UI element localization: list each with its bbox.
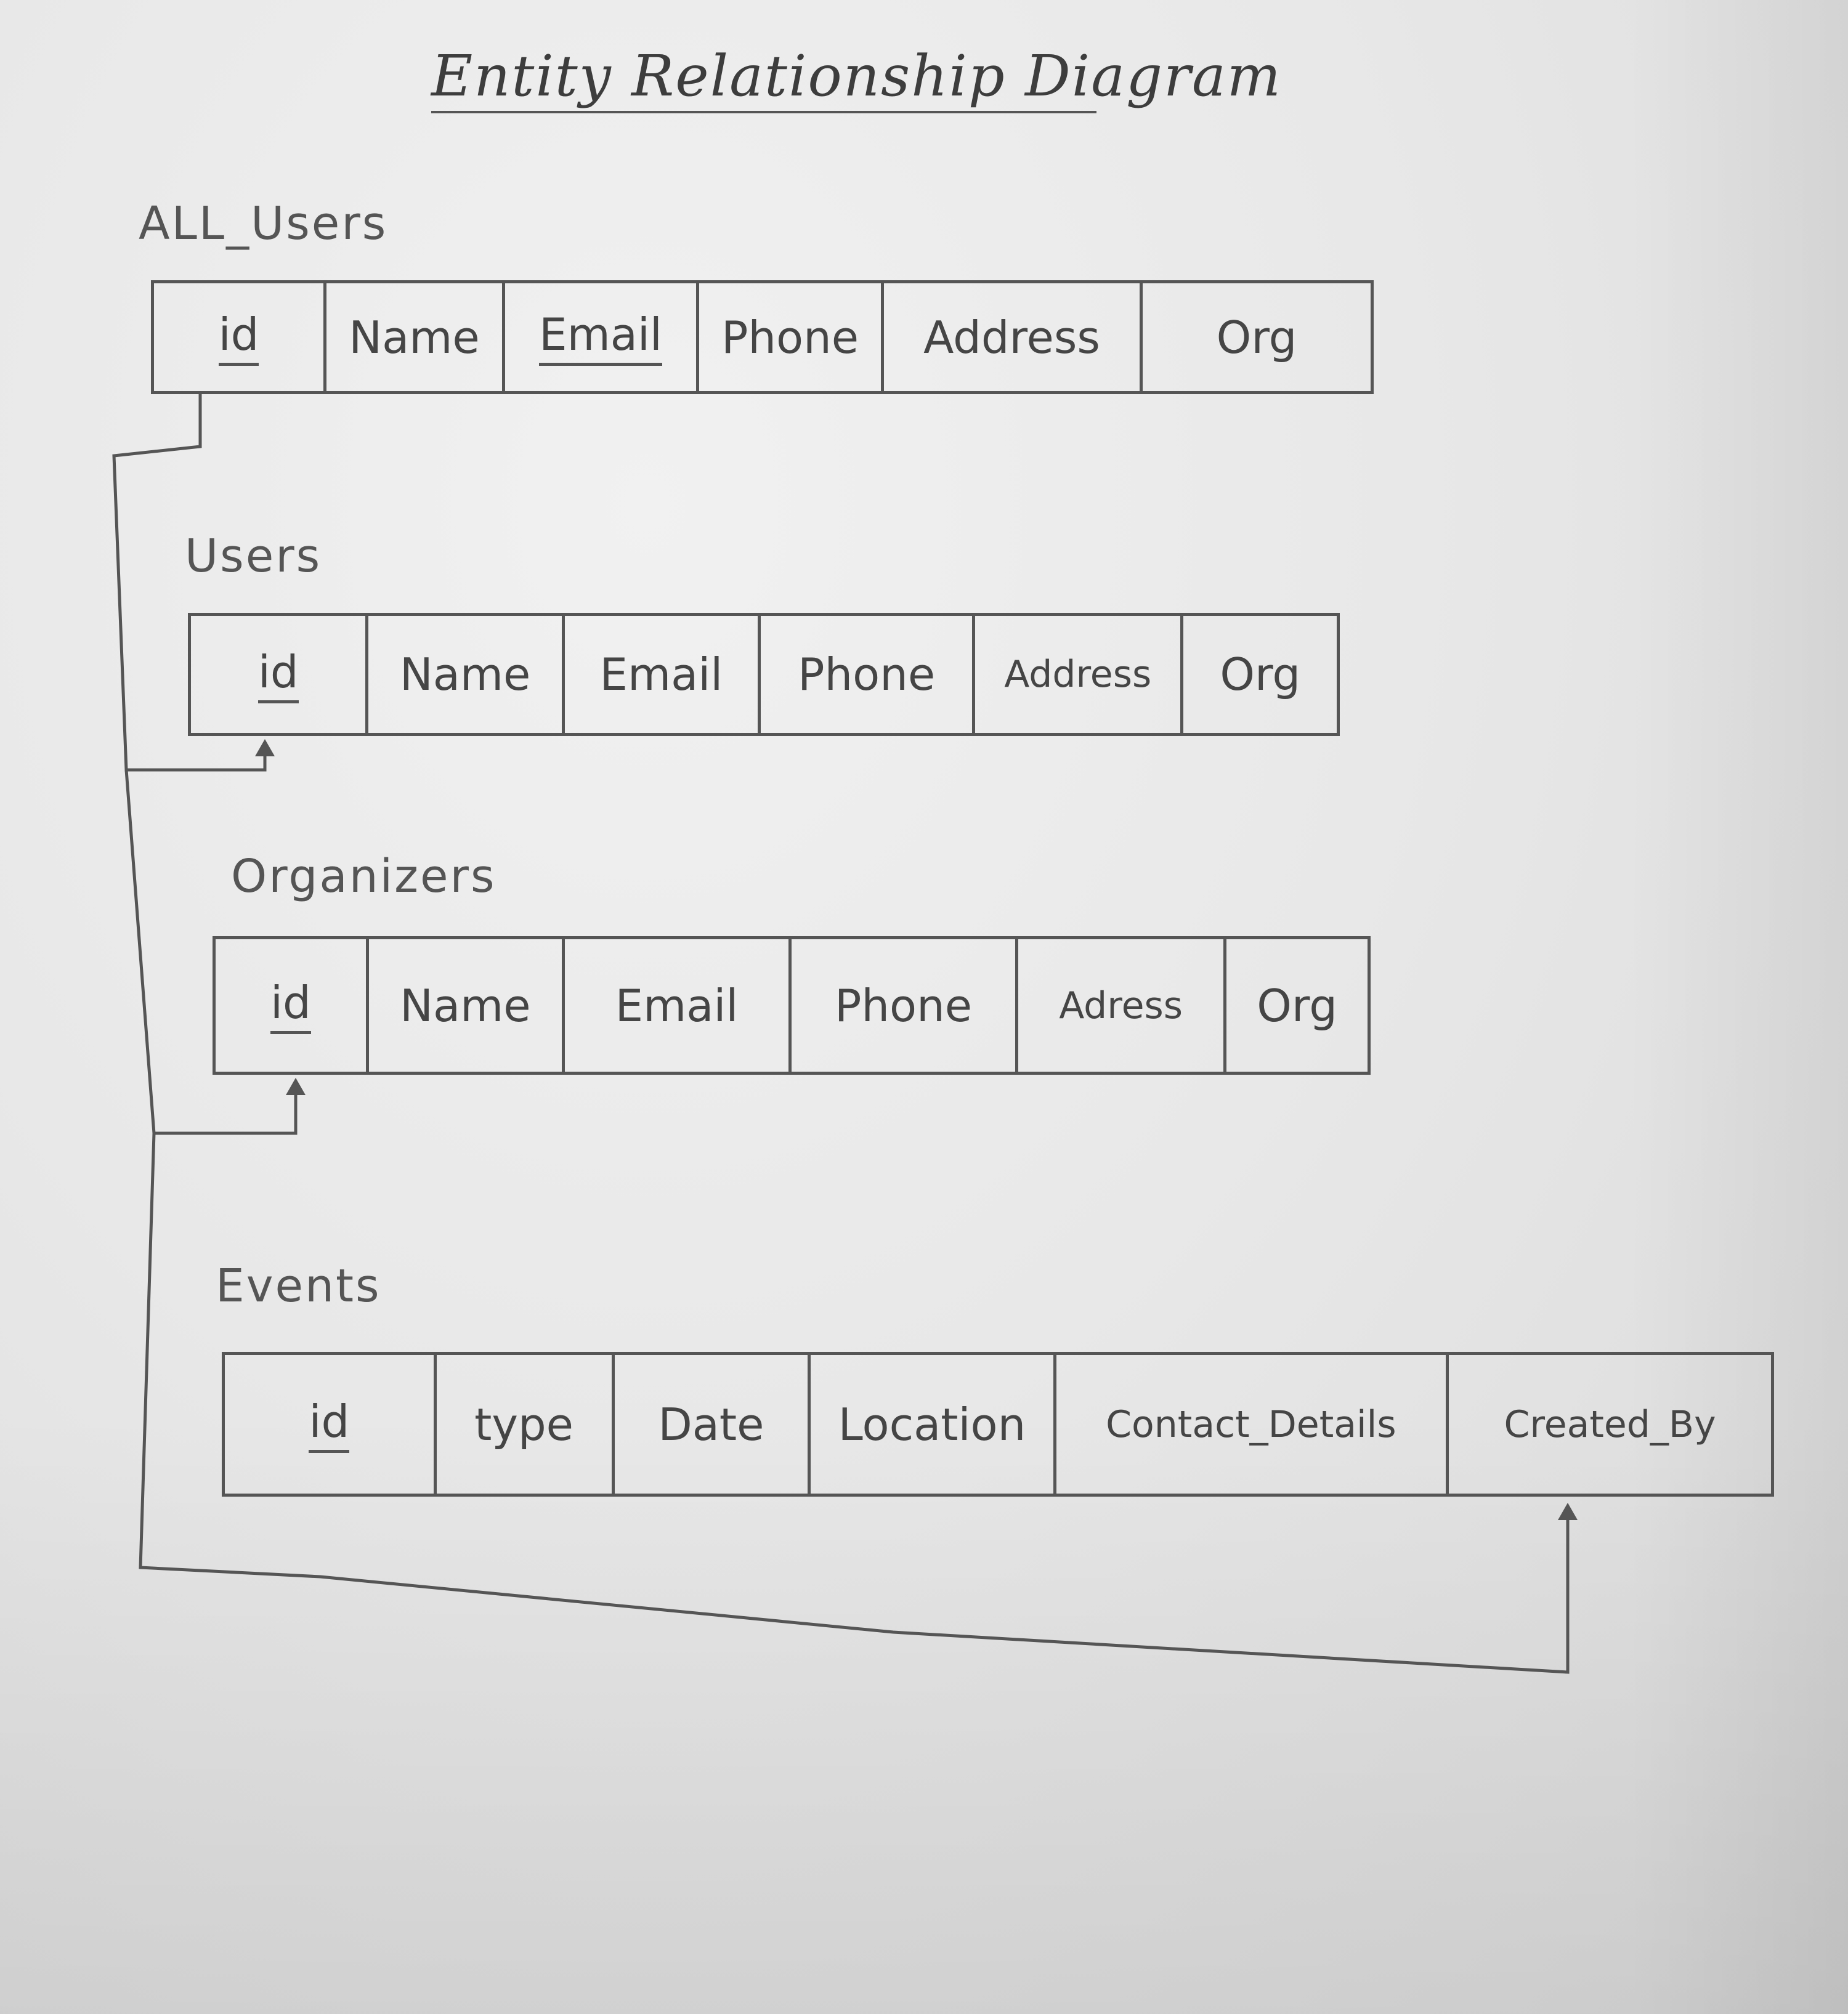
column-id: id <box>191 616 369 733</box>
column-name: Name <box>368 616 565 733</box>
arrowhead-organizers-id <box>286 1078 306 1095</box>
column-contact-details: Contact_Details <box>1056 1355 1449 1494</box>
column-date: Date <box>615 1355 811 1494</box>
connector-users-organizers <box>124 769 298 1135</box>
column-email: Email <box>505 283 699 391</box>
table-all-users: id Name Email Phone Address Org <box>151 280 1374 394</box>
table-name-events: Events <box>216 1260 381 1312</box>
column-location: Location <box>811 1355 1056 1494</box>
column-address: Address <box>884 283 1143 391</box>
column-org: Org <box>1257 979 1337 1032</box>
title-underline <box>431 111 1096 113</box>
column-phone: Phone <box>792 939 1019 1072</box>
column-phone: Phone <box>699 283 884 391</box>
column-phone: Phone <box>761 616 976 733</box>
column-address: Address <box>975 616 1184 733</box>
arrowhead-users-id <box>255 739 275 756</box>
column-name: Name <box>326 283 505 391</box>
column-created-by: Created_By <box>1504 1402 1716 1446</box>
table-name-all-users: ALL_Users <box>139 197 388 250</box>
column-id: id <box>154 283 326 391</box>
table-users: id Name Email Phone Address Org <box>188 613 1340 736</box>
table-name-users: Users <box>185 530 322 583</box>
column-type: type <box>437 1355 615 1494</box>
column-email: Email <box>565 616 761 733</box>
column-org: Org <box>1220 649 1301 700</box>
arrowhead-events-created-by <box>1558 1503 1578 1520</box>
column-org: Org <box>1216 311 1297 363</box>
connector-organizers-events <box>139 1133 1570 1674</box>
column-name: Name <box>369 939 565 1072</box>
column-email: Email <box>565 939 792 1072</box>
column-id: id <box>225 1355 437 1494</box>
column-id: id <box>216 939 369 1072</box>
column-address: Adress <box>1018 939 1227 1072</box>
table-events: id type Date Location Contact_Details Cr… <box>222 1352 1774 1497</box>
connector-allusers-users <box>112 394 267 772</box>
table-organizers: id Name Email Phone Adress Org <box>213 936 1371 1075</box>
table-name-organizers: Organizers <box>231 850 496 903</box>
